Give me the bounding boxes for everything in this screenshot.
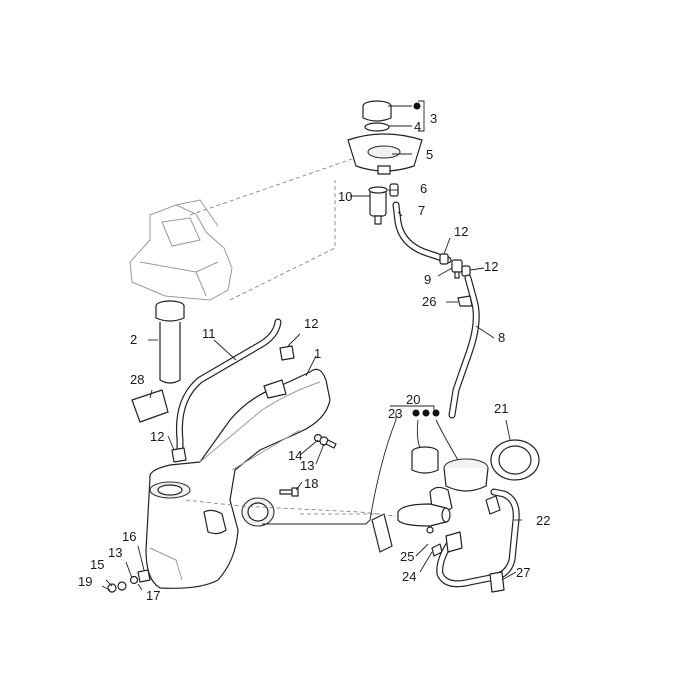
callout-21: 21	[494, 401, 508, 416]
frame-ref-line-bottom	[229, 180, 336, 301]
callout-14: 14	[288, 448, 302, 463]
callout-10: 10	[338, 189, 352, 204]
callout-13: 13	[108, 545, 122, 560]
callout-11: 11	[202, 326, 216, 341]
callout-12: 12	[304, 316, 318, 331]
fuel-cap	[362, 100, 392, 132]
callout-8: 8	[498, 330, 505, 345]
fuel-filter	[368, 186, 388, 225]
callout-17: 17	[146, 588, 160, 603]
frame-ghost-outline	[129, 199, 233, 301]
callout-12: 12	[150, 429, 164, 444]
tank-bolt-set	[279, 433, 337, 497]
filler-neck-funnel	[347, 133, 423, 175]
callout-12: 12	[484, 259, 498, 274]
kit-marker-dot	[413, 102, 421, 110]
filler-ring-seal	[241, 497, 275, 527]
hose-clamp	[279, 345, 295, 361]
callout-16: 16	[122, 529, 136, 544]
insulation-plate	[131, 389, 169, 423]
tank-breather-hose	[175, 318, 282, 459]
kit-marker-dot	[432, 409, 440, 417]
callout-13: 13	[300, 458, 314, 473]
breather-hose	[392, 201, 452, 264]
leader-lines	[101, 100, 522, 591]
drain-plug-set	[107, 569, 151, 593]
callout-labels: 3 4 5 6 10 7 12 9 12 26 8 2 11 12 1 28 2…	[78, 111, 550, 603]
fuel-pump-cover	[429, 458, 489, 512]
pump-plate	[371, 513, 393, 553]
hose-clamp-pump	[426, 526, 443, 557]
callout-4: 4	[414, 119, 421, 134]
fuel-level-sender	[155, 300, 185, 384]
callout-5: 5	[426, 147, 433, 162]
callout-22: 22	[536, 513, 550, 528]
drain-hose	[448, 274, 480, 419]
callout-28: 28	[130, 372, 144, 387]
kit-marker-dot	[422, 409, 430, 417]
callout-24: 24	[402, 569, 416, 584]
callout-26: 26	[422, 294, 436, 309]
callout-20: 20	[406, 392, 420, 407]
fuel-pump	[397, 503, 451, 527]
callout-7: 7	[418, 203, 425, 218]
callout-15: 15	[90, 557, 104, 572]
callout-6: 6	[420, 181, 427, 196]
callout-23: 23	[388, 406, 402, 421]
callout-3: 3	[430, 111, 437, 126]
hose-quick-connector	[489, 571, 505, 593]
callout-2: 2	[130, 332, 137, 347]
hose-clamp	[439, 253, 449, 265]
hose-clip	[457, 295, 473, 307]
fuel-pump-filter	[411, 446, 439, 474]
hose-clamp	[171, 447, 187, 463]
fuel-tank	[145, 368, 331, 589]
pump-lock-ring	[490, 439, 540, 481]
callout-25: 25	[400, 549, 414, 564]
kit-marker-dot	[412, 409, 420, 417]
callout-27: 27	[516, 565, 530, 580]
callout-9: 9	[424, 272, 431, 287]
hose-clamp	[461, 265, 471, 277]
check-valve	[451, 259, 463, 279]
callout-19: 19	[78, 574, 92, 589]
frame-ref-line-top	[189, 149, 379, 216]
callout-18: 18	[304, 476, 318, 491]
callout-1: 1	[314, 346, 321, 361]
callout-12: 12	[454, 224, 468, 239]
